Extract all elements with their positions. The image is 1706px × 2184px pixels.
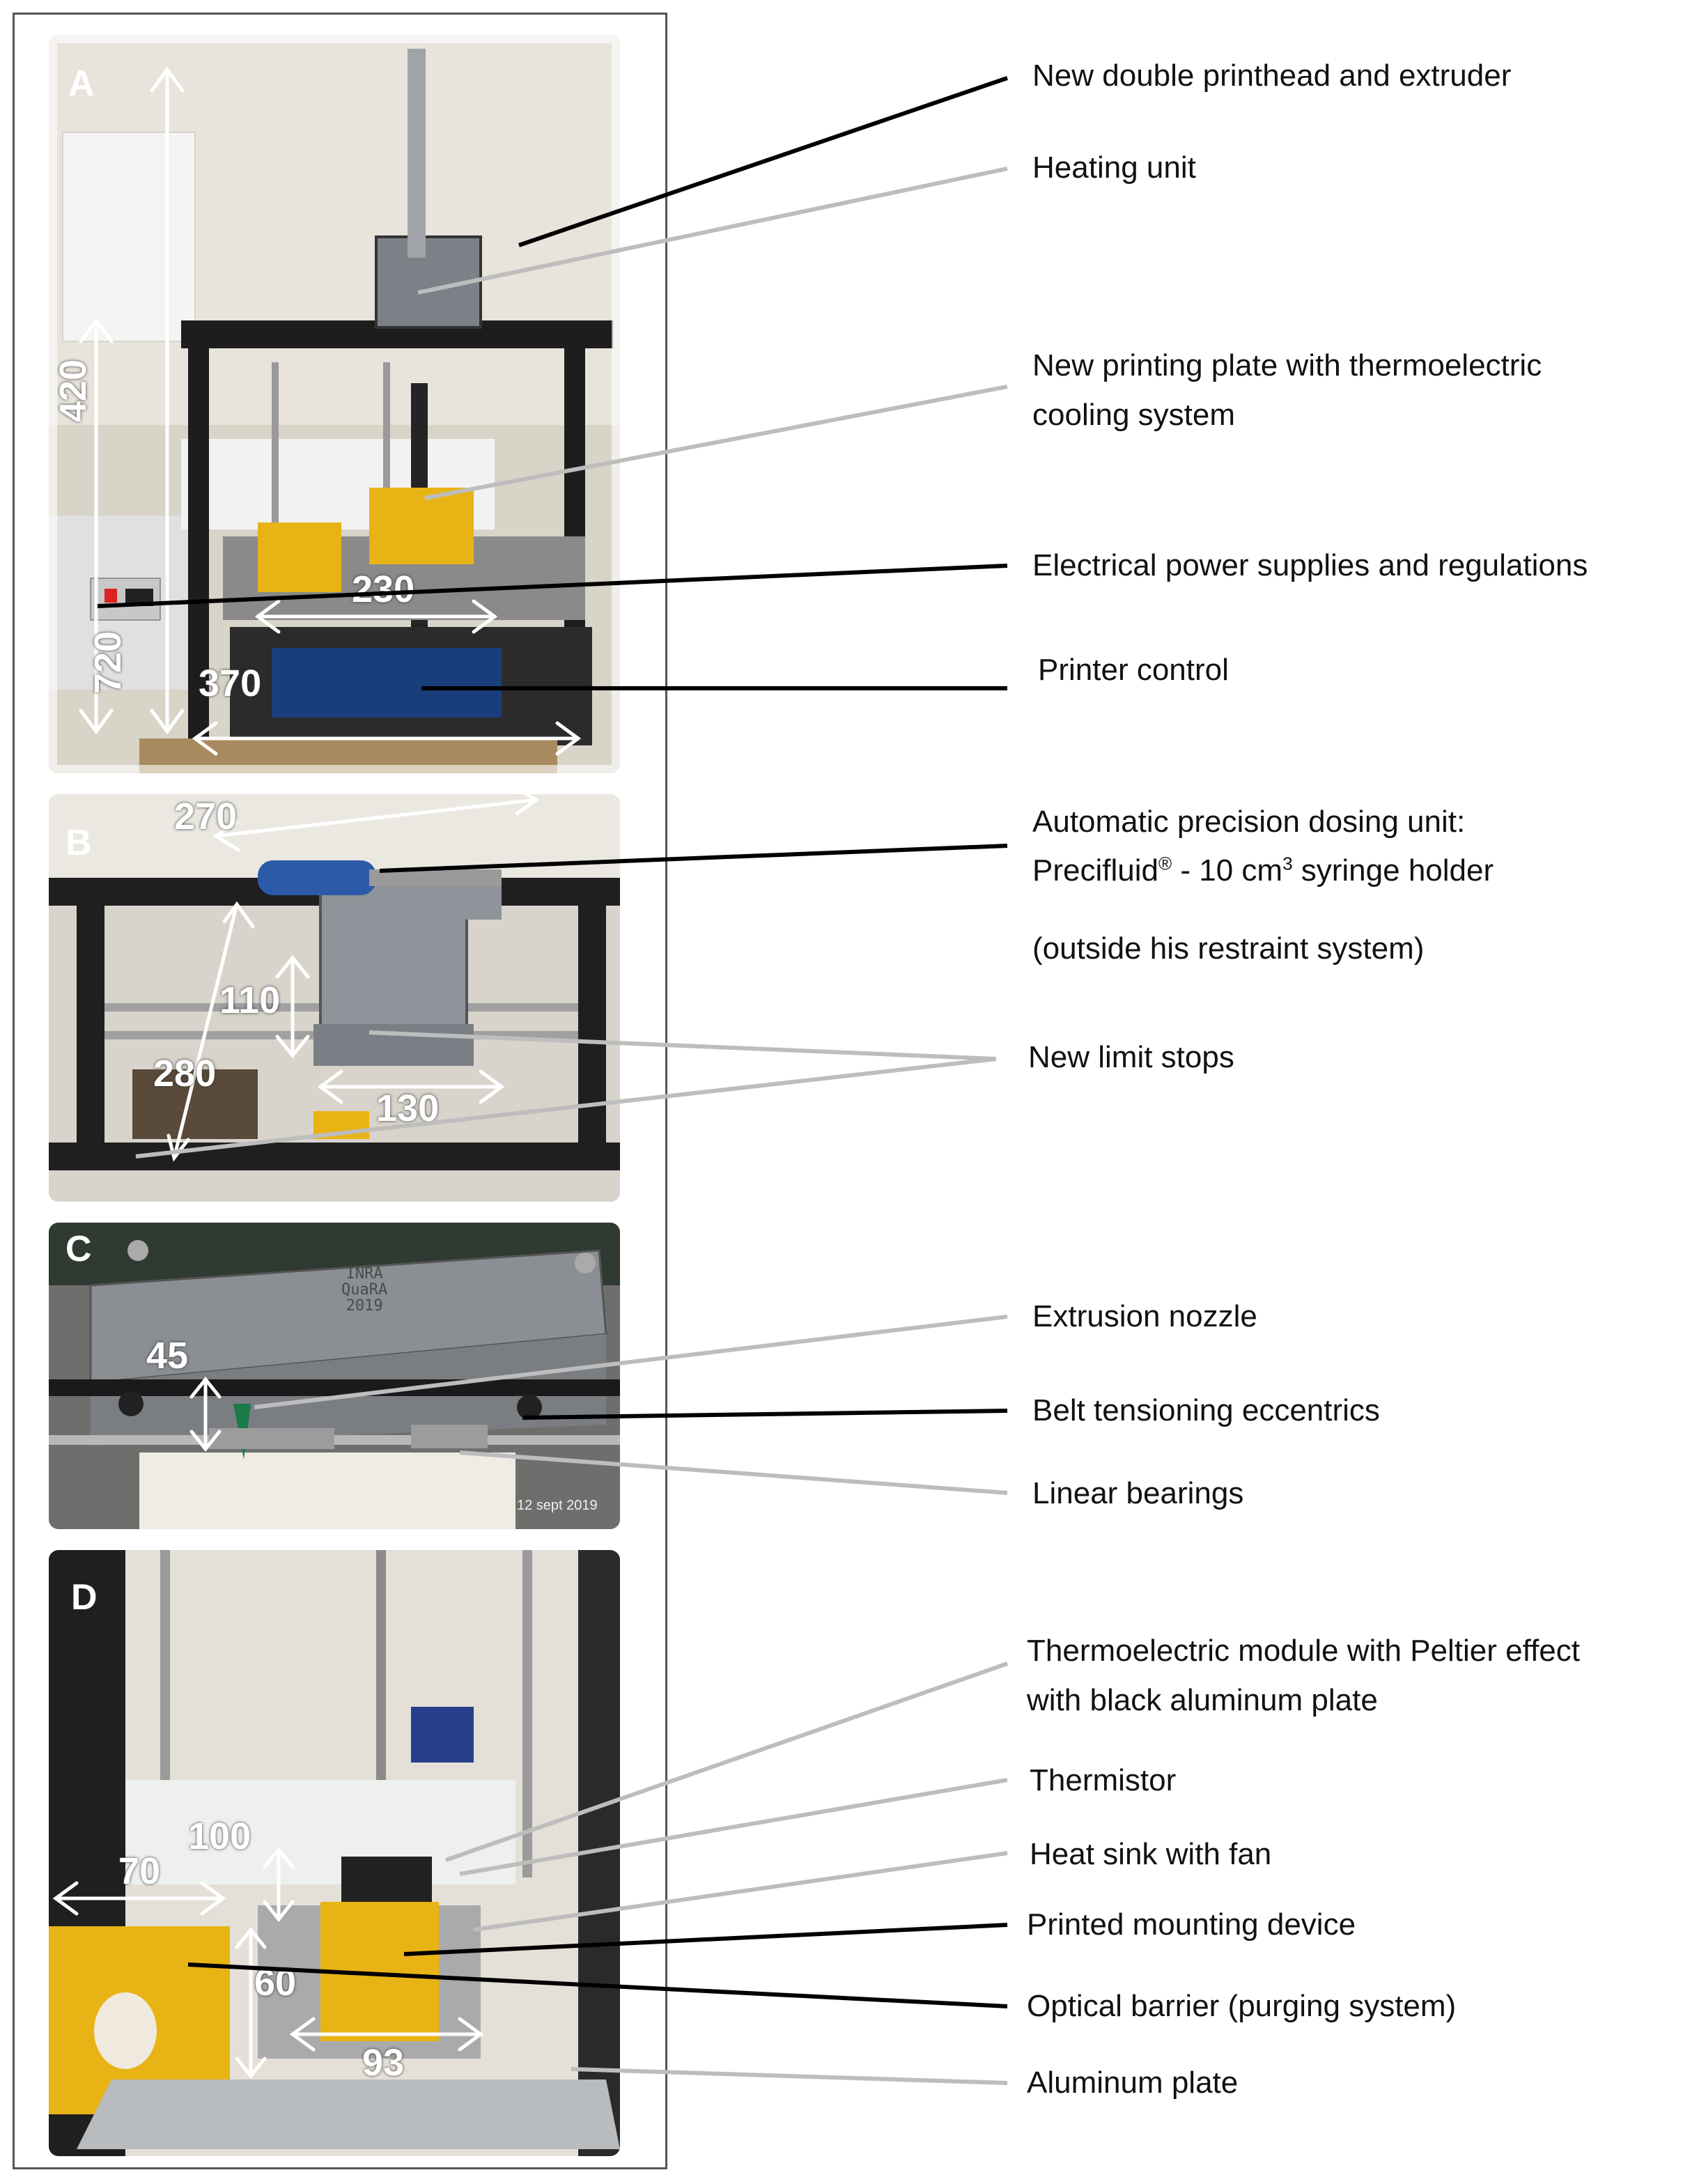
dosing-volume: - 10 cm bbox=[1172, 853, 1283, 888]
label-plate-line2: cooling system bbox=[1032, 398, 1236, 432]
leader-heatsink bbox=[473, 1851, 1008, 1932]
dim-label-45: 45 bbox=[146, 1335, 189, 1377]
leader-plate bbox=[424, 385, 1008, 500]
label-heatsink: Heat sink with fan bbox=[1030, 1837, 1272, 1871]
leader-power bbox=[97, 564, 1008, 608]
panel-c-scene bbox=[49, 1223, 620, 1529]
label-plate-line1: New printing plate with thermoelectric bbox=[1032, 348, 1542, 382]
panel-a-photo: A 420 720 230 370 bbox=[49, 35, 620, 773]
registered-mark: ® bbox=[1158, 853, 1172, 874]
panel-a-scene bbox=[49, 35, 620, 773]
dosing-brand: Precifluid bbox=[1032, 853, 1158, 888]
label-dosing-line3: (outside his restraint system) bbox=[1032, 931, 1425, 966]
panel-d-scene bbox=[49, 1550, 620, 2156]
label-printhead: New double printhead and extruder bbox=[1032, 59, 1512, 93]
label-mounting: Printed mounting device bbox=[1027, 1907, 1356, 1942]
panel-c-dimensions bbox=[189, 1376, 222, 1453]
leader-thermistor bbox=[459, 1778, 1008, 1876]
leader-heating bbox=[417, 166, 1008, 295]
dim-label-370: 370 bbox=[199, 663, 262, 704]
leader-limit-1 bbox=[369, 1030, 997, 1061]
label-eccentrics: Belt tensioning eccentrics bbox=[1032, 1393, 1380, 1427]
stamp-line-1: INRA bbox=[346, 1265, 383, 1283]
leader-eccentrics bbox=[522, 1409, 1008, 1420]
label-nozzle: Extrusion nozzle bbox=[1032, 1299, 1257, 1333]
leader-aluminum bbox=[571, 2067, 1008, 2085]
label-aluminum: Aluminum plate bbox=[1027, 2066, 1239, 2100]
label-power: Electrical power supplies and regulation… bbox=[1032, 548, 1588, 582]
dim-label-270: 270 bbox=[174, 796, 238, 837]
leader-mounting bbox=[403, 1923, 1008, 1956]
dim-label-230: 230 bbox=[352, 568, 415, 610]
panel-letter-d: D bbox=[71, 1577, 98, 1618]
panel-letter-a: A bbox=[68, 63, 95, 104]
leader-peltier bbox=[445, 1662, 1008, 1862]
dim-label-100: 100 bbox=[188, 1815, 251, 1857]
panel-d-photo: D 100 70 60 93 bbox=[49, 1550, 620, 2156]
label-limit-stops: New limit stops bbox=[1028, 1040, 1234, 1074]
dim-label-110: 110 bbox=[219, 979, 281, 1021]
leader-optical bbox=[187, 1962, 1008, 2008]
leader-nozzle bbox=[254, 1315, 1008, 1409]
leader-bearings bbox=[459, 1450, 1008, 1495]
label-heating: Heating unit bbox=[1032, 150, 1196, 185]
figure-frame bbox=[13, 13, 667, 2169]
panel-a-dimensions bbox=[79, 66, 582, 756]
panel-letter-b: B bbox=[65, 823, 92, 863]
dosing-holder: syringe holder bbox=[1292, 853, 1494, 888]
dim-280-arrow bbox=[172, 902, 239, 1160]
label-bearings: Linear bearings bbox=[1032, 1476, 1244, 1510]
leader-dosing bbox=[379, 844, 1008, 873]
leader-printhead bbox=[518, 76, 1008, 247]
label-peltier-line2: with black aluminum plate bbox=[1027, 1683, 1378, 1717]
dim-270-arrow bbox=[214, 798, 538, 838]
panel-d-dimensions bbox=[52, 1846, 484, 2080]
label-dosing-line1: Automatic precision dosing unit: bbox=[1032, 805, 1466, 839]
leader-limit-2 bbox=[135, 1057, 997, 1159]
dim-label-93: 93 bbox=[362, 2042, 405, 2084]
inra-stamp: INRA QuaRA 2019 bbox=[341, 1266, 387, 1314]
photo-date-stamp: 12 sept 2019 bbox=[517, 1498, 598, 1513]
label-control: Printer control bbox=[1038, 653, 1229, 687]
panel-letter-c: C bbox=[65, 1229, 92, 1269]
dim-label-70: 70 bbox=[118, 1850, 161, 1892]
stamp-line-2: QuaRA bbox=[341, 1281, 388, 1299]
panel-b-dimensions bbox=[166, 794, 540, 1162]
label-optical: Optical barrier (purging system) bbox=[1027, 1989, 1457, 2023]
cubic-superscript: 3 bbox=[1282, 853, 1293, 874]
label-peltier-line1: Thermoelectric module with Peltier effec… bbox=[1027, 1634, 1580, 1668]
label-dosing-line2: Precifluid® - 10 cm3 syringe holder bbox=[1032, 847, 1494, 894]
label-thermistor: Thermistor bbox=[1030, 1763, 1177, 1797]
stamp-line-3: 2019 bbox=[346, 1297, 383, 1315]
dim-label-280: 280 bbox=[153, 1053, 217, 1094]
